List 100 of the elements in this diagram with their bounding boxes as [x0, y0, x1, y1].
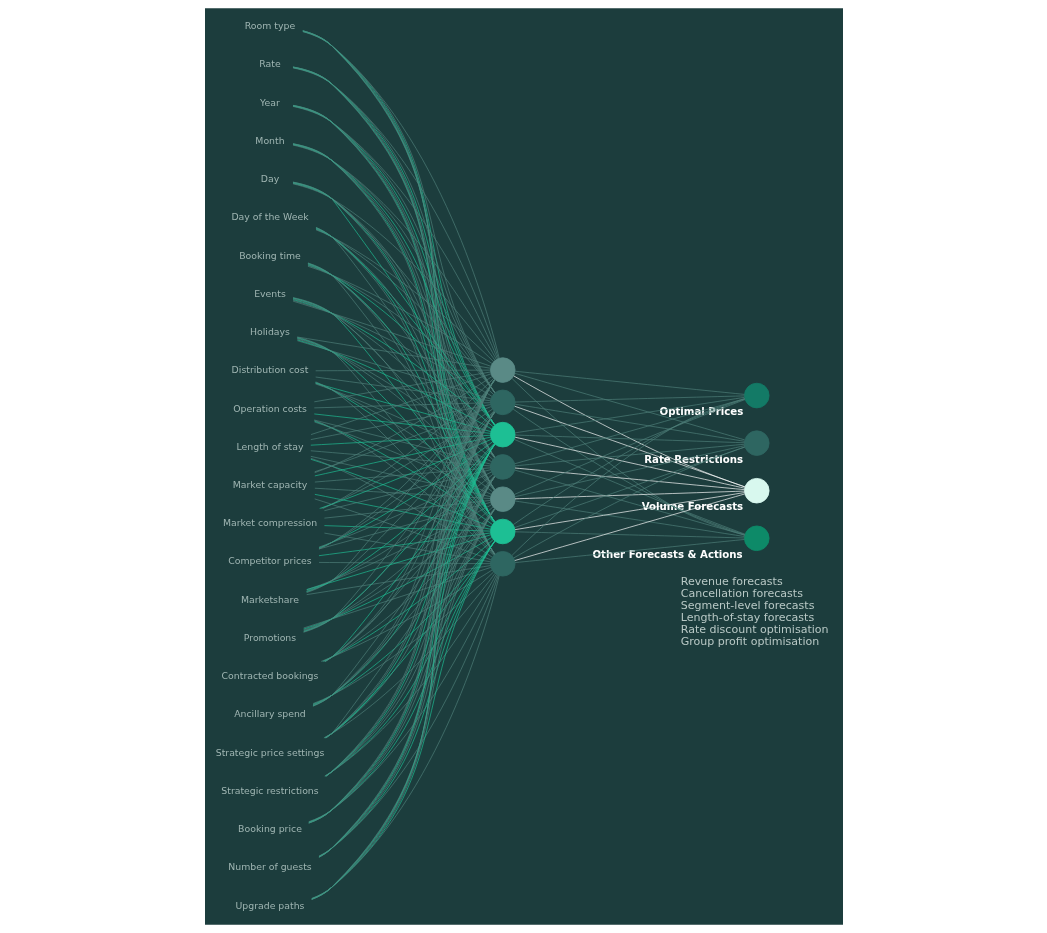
connector	[323, 500, 491, 519]
connector	[323, 573, 495, 739]
label: Revenue forecasts	[680, 575, 783, 589]
node-text: Distribution cost	[231, 364, 308, 376]
connector	[306, 474, 493, 591]
connector	[323, 525, 491, 532]
node-label: Volume Forecasts	[641, 501, 743, 513]
connector	[514, 500, 745, 537]
connector	[514, 445, 745, 497]
label: Length-of-stay forecasts	[680, 611, 814, 625]
connector	[292, 183, 495, 361]
connector	[310, 434, 491, 446]
connector	[315, 229, 494, 362]
connector	[310, 450, 491, 467]
connector	[514, 403, 745, 442]
node-circle	[489, 486, 515, 512]
connector	[296, 337, 495, 523]
connector	[318, 501, 491, 550]
node-text: Rate	[258, 58, 281, 70]
connector	[292, 299, 492, 397]
connector	[313, 421, 492, 495]
connector	[318, 441, 493, 549]
connector	[302, 475, 494, 632]
label: Segment-level forecasts	[680, 599, 814, 613]
connector	[313, 413, 491, 434]
node-text: Length of stay	[236, 440, 303, 452]
connector	[296, 339, 492, 430]
connector	[511, 398, 745, 556]
connector	[514, 539, 745, 563]
node-text: Day of the Week	[230, 211, 309, 223]
node-circle	[489, 389, 515, 416]
connector	[512, 375, 745, 488]
connector	[318, 471, 492, 548]
node-circle	[743, 525, 769, 552]
connector	[302, 537, 492, 630]
connector	[513, 493, 745, 561]
connector	[314, 369, 491, 372]
connector	[292, 300, 491, 367]
connector	[296, 336, 495, 555]
connector	[313, 420, 493, 525]
connector	[310, 373, 491, 435]
connector	[307, 265, 494, 395]
node-text: Market capacity	[232, 478, 307, 490]
node-circle	[743, 430, 769, 456]
node-text: Ancillary spend	[233, 708, 306, 720]
node-circle	[489, 357, 515, 383]
node-label: Optimal Prices	[659, 406, 743, 418]
node-text: Market compression	[222, 517, 317, 529]
connector	[514, 395, 745, 403]
node-circle	[489, 518, 515, 545]
connector	[322, 378, 494, 509]
connector	[292, 299, 493, 427]
node-text: Upgrade paths	[235, 899, 304, 911]
connector	[305, 534, 491, 590]
connector	[323, 469, 491, 511]
connector	[307, 264, 495, 426]
connector	[312, 571, 494, 704]
node-text: Strategic price settings	[215, 746, 324, 758]
connector	[310, 457, 492, 558]
node-circle	[489, 551, 515, 577]
connector	[296, 338, 493, 460]
connector	[511, 378, 745, 536]
node-circle	[743, 382, 769, 409]
connector	[314, 467, 491, 483]
connector	[513, 372, 745, 441]
node-text: Operation costs	[232, 402, 307, 414]
connector	[313, 498, 491, 561]
connector	[318, 562, 491, 565]
connector	[315, 228, 495, 393]
connector	[514, 397, 745, 434]
connector	[514, 443, 745, 467]
connector	[314, 382, 491, 432]
node-label: Rate Restrictions	[643, 453, 743, 465]
node-text: Number of guests	[227, 861, 312, 873]
connector	[320, 569, 492, 662]
connector	[514, 492, 745, 530]
connector	[296, 336, 491, 369]
connector	[310, 458, 492, 528]
connector	[321, 539, 493, 662]
connector	[314, 436, 491, 477]
connector	[296, 337, 494, 491]
connector	[514, 436, 745, 489]
connector	[310, 456, 491, 497]
connector	[512, 446, 745, 559]
connector	[292, 298, 495, 459]
connector	[302, 567, 491, 629]
connector	[313, 419, 491, 465]
connector	[314, 383, 492, 462]
node-text: Strategic restrictions	[220, 784, 319, 796]
node-text: Promotions	[243, 631, 296, 643]
connector	[313, 402, 491, 409]
connector	[314, 382, 494, 524]
connector	[320, 408, 493, 509]
connector	[514, 490, 745, 500]
node-text: Marketshare	[240, 593, 299, 605]
connector	[323, 532, 491, 563]
connector	[314, 487, 491, 499]
node-label: Other Forecasts & Actions	[591, 548, 743, 560]
connector	[318, 439, 492, 509]
node-text: Booking price	[237, 823, 302, 835]
